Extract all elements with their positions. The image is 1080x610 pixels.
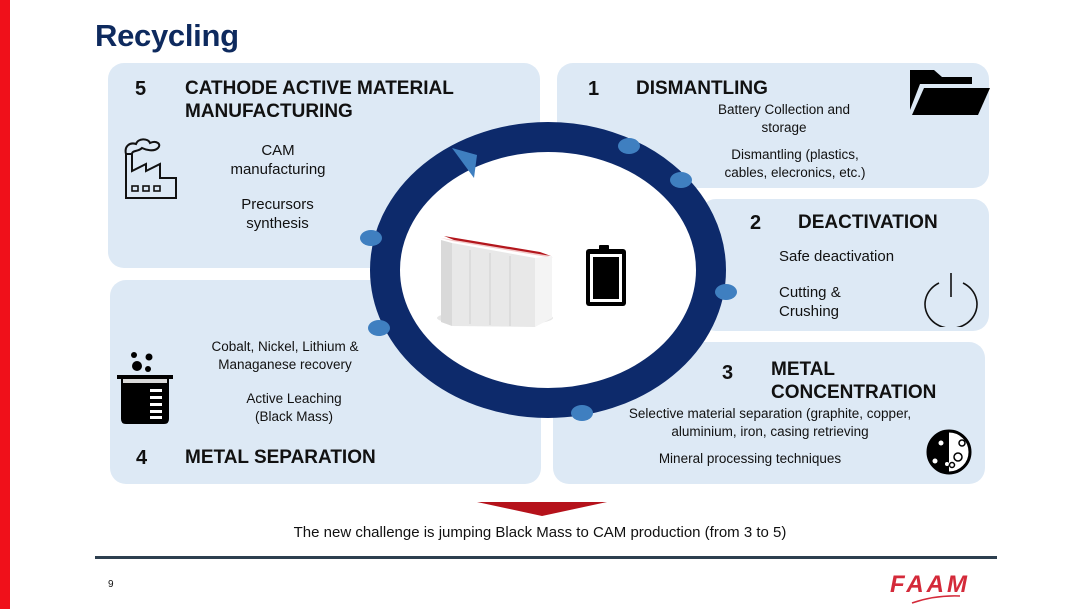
battery-icon <box>586 245 626 306</box>
step-1-item-1: Battery Collection and storage <box>717 102 851 135</box>
cycle-node <box>360 230 382 246</box>
cycle-node <box>715 284 737 300</box>
footer-divider <box>95 556 997 559</box>
factory-icon <box>118 136 180 207</box>
step-3-item-1: Selective material separation (graphite,… <box>628 406 912 439</box>
page-number: 9 <box>108 579 114 590</box>
step-5-item-2: Precursors synthesis <box>241 196 314 232</box>
step-1-heading: DISMANTLING <box>636 78 768 99</box>
slide-title: Recycling <box>95 18 239 53</box>
battery-module-image <box>437 236 553 327</box>
panel-step-2 <box>700 199 989 331</box>
beaker-icon <box>115 349 175 430</box>
step-3-heading: METAL CONCENTRATION <box>771 359 937 403</box>
cycle-node <box>618 138 640 154</box>
cycle-direction-arrow-icon <box>452 148 477 178</box>
open-folder-icon <box>908 68 992 123</box>
down-arrow-icon <box>477 502 607 516</box>
moon-particles-icon <box>921 429 977 480</box>
step-4-item-2: Active Leaching (Black Mass) <box>246 391 342 424</box>
cycle-node <box>670 172 692 188</box>
step-5-number: 5 <box>135 78 147 100</box>
step-1-item-2: Dismantling (plastics, cables, elecronic… <box>724 147 866 180</box>
cycle-node <box>571 405 593 421</box>
step-2-number: 2 <box>750 212 762 234</box>
step-5-heading: CATHODE ACTIVE MATERIAL MANUFACTURING <box>185 77 505 123</box>
logo-text: FAAM <box>890 571 970 598</box>
power-icon <box>921 271 981 332</box>
step-5-item-1: CAM manufacturing <box>230 142 326 178</box>
challenge-note: The new challenge is jumping Black Mass … <box>293 524 787 541</box>
step-5-heading-text: CATHODE ACTIVE MATERIAL MANUFACTURING <box>185 78 454 122</box>
faam-logo: FAAM <box>890 571 986 610</box>
step-2-item-1: Safe deactivation <box>779 248 895 265</box>
step-2-item-2: Cutting & Crushing <box>779 284 841 320</box>
step-1-number: 1 <box>588 78 600 100</box>
step-3-item-2: Mineral processing techniques <box>658 451 842 466</box>
step-4-number: 4 <box>136 447 148 469</box>
cycle-node <box>368 320 390 336</box>
step-2-heading: DEACTIVATION <box>798 212 938 233</box>
step-3-number: 3 <box>722 362 734 384</box>
step-4-heading: METAL SEPARATION <box>185 447 376 468</box>
step-4-item-1: Cobalt, Nickel, Lithium & Managanese rec… <box>211 339 359 372</box>
accent-bar <box>0 0 10 609</box>
